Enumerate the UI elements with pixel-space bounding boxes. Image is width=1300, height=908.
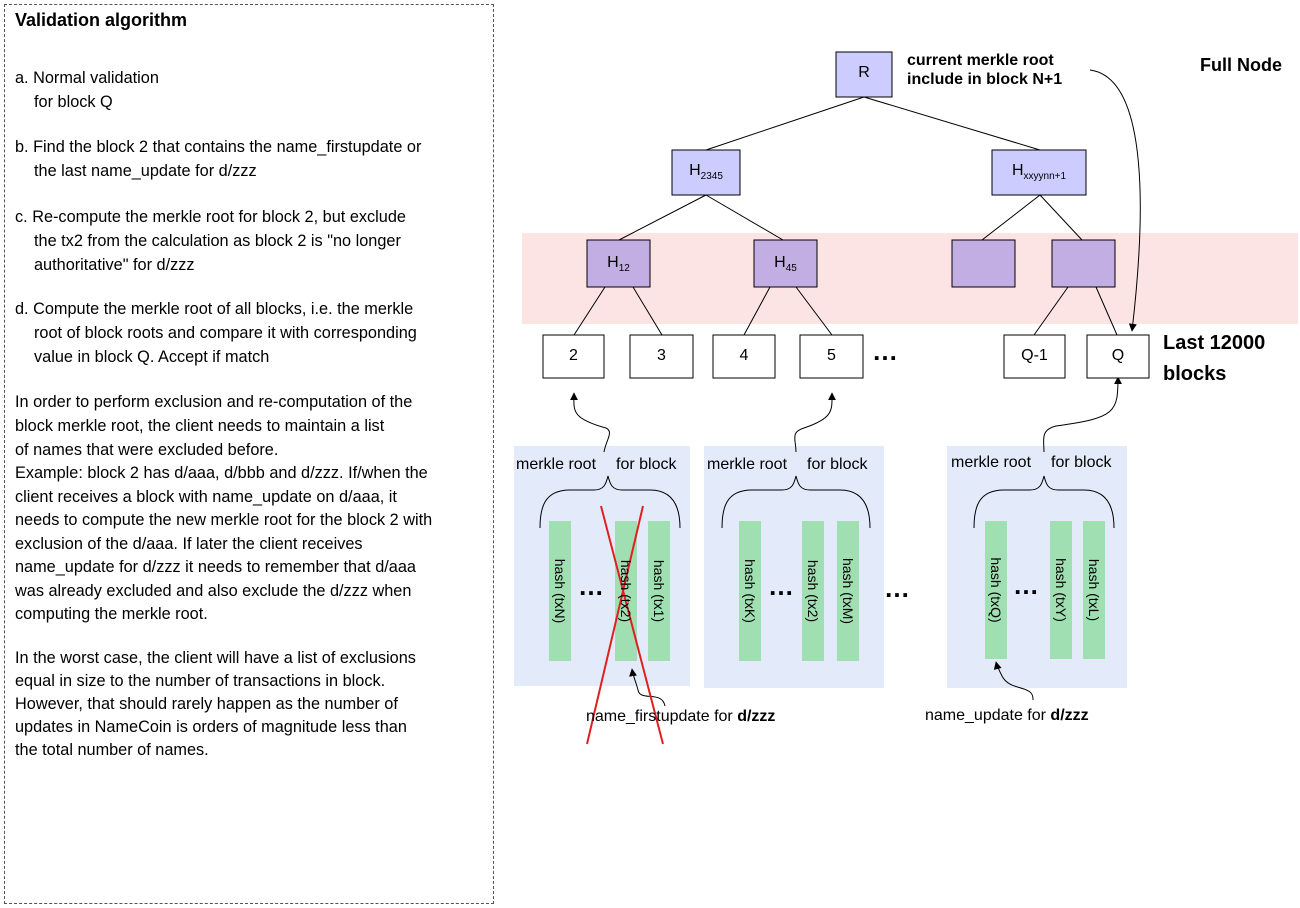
ellipsis: … bbox=[884, 573, 910, 603]
step-c-line-1: c. Re-compute the merkle root for block … bbox=[15, 208, 406, 226]
hleft-node bbox=[951, 239, 1016, 288]
step-c-line-3: authoritative" for d/zzz bbox=[34, 256, 195, 274]
example-line-7: computing the merkle root. bbox=[15, 605, 208, 623]
exclusion-line-3: of names that were excluded before. bbox=[15, 441, 279, 459]
full-node-label: Full Node bbox=[1200, 55, 1282, 75]
tx-bar bbox=[985, 521, 1007, 659]
example-line-2: client receives a block with name_update… bbox=[15, 488, 397, 506]
block-5-label: 5 bbox=[827, 347, 836, 364]
ellipsis: … bbox=[768, 571, 794, 601]
tx-label: hash (tx2) bbox=[618, 559, 634, 623]
tx-bar bbox=[802, 521, 824, 661]
worst-case-line-2: equal in size to the number of transacti… bbox=[15, 672, 386, 690]
tx-label: hash (txK) bbox=[742, 559, 758, 623]
exclusion-line-1: In order to perform exclusion and re-com… bbox=[15, 393, 413, 411]
step-a-line-2: for block Q bbox=[34, 93, 113, 111]
hx-label: Hxxyynn+1 bbox=[1011, 162, 1067, 183]
example-line-4: exclusion of the d/aaa. If later the cli… bbox=[15, 535, 363, 553]
step-d-line-1: d. Compute the merkle root of all blocks… bbox=[15, 300, 414, 318]
h2345-label: H2345 bbox=[689, 162, 723, 183]
h45-node bbox=[753, 239, 818, 288]
block-4 bbox=[712, 334, 776, 379]
root-node bbox=[835, 51, 893, 98]
step-a-line-1: a. Normal validation bbox=[15, 69, 159, 87]
step-d-line-3: value in block Q. Accept if match bbox=[34, 348, 270, 366]
tx-label: hash (tx2) bbox=[805, 559, 821, 623]
example-line-6: was already excluded and also exclude th… bbox=[15, 582, 412, 600]
for-block-label: for block bbox=[1051, 454, 1112, 471]
tx-bar bbox=[739, 521, 761, 661]
h12-node bbox=[586, 239, 651, 288]
block-3 bbox=[629, 334, 694, 379]
cross-line bbox=[586, 505, 644, 745]
worst-case-line-5: the total number of names. bbox=[15, 741, 209, 759]
ellipsis: … bbox=[1013, 570, 1039, 600]
block-4-label: 4 bbox=[739, 347, 749, 364]
merkle-root-label: merkle root bbox=[951, 454, 1032, 471]
cross-line bbox=[600, 505, 664, 745]
tx-label: hash (txL) bbox=[1086, 558, 1102, 622]
tx-bar bbox=[648, 521, 670, 661]
worst-case-line-3: However, that should rarely happen as th… bbox=[15, 695, 398, 713]
tx-label: hash (txQ) bbox=[988, 557, 1004, 623]
last-level-band bbox=[522, 233, 1298, 324]
worst-case-line-1: In the worst case, the client will have … bbox=[15, 649, 416, 667]
example-line-5: name_update for d/zzz it needs to rememb… bbox=[15, 558, 416, 576]
hx-node bbox=[991, 149, 1087, 196]
for-block-label: for block bbox=[616, 456, 677, 473]
block-q-label: Q bbox=[1111, 347, 1125, 364]
worst-case-line-4: updates in NameCoin is orders of magnitu… bbox=[15, 718, 407, 736]
block-2 bbox=[542, 334, 605, 379]
step-d-line-2: root of block roots and compare it with … bbox=[34, 324, 417, 342]
tx-label: hash (txM) bbox=[840, 557, 856, 625]
root-note-1: current merkle root bbox=[907, 52, 1054, 69]
merkle-root-label: merkle root bbox=[707, 456, 788, 473]
firstupdate-caption: name_firstupdate for d/zzz bbox=[586, 708, 776, 725]
step-b-line-2: the last name_update for d/zzz bbox=[34, 162, 257, 180]
tx-label: hash (txY) bbox=[1053, 558, 1069, 622]
ellipsis: … bbox=[578, 571, 604, 601]
tx-bar bbox=[1050, 521, 1072, 659]
tx-bar bbox=[1083, 521, 1105, 659]
tx-bar bbox=[837, 521, 859, 661]
h45-label: H45 bbox=[774, 254, 797, 275]
example-line-3: needs to compute the new merkle root for… bbox=[15, 511, 433, 529]
for-block-label: for block bbox=[807, 456, 868, 473]
block-2-label: 2 bbox=[569, 347, 578, 364]
block-q-1-label: Q-1 bbox=[1021, 347, 1048, 364]
block-5 bbox=[799, 334, 864, 379]
algorithm-panel: Validation algorithm a. Normal validatio… bbox=[4, 4, 494, 904]
ellipsis: … bbox=[872, 336, 898, 366]
block-3-label: 3 bbox=[657, 347, 666, 364]
exclusion-line-2: block merkle root, the client needs to m… bbox=[15, 417, 385, 435]
hright-node bbox=[1051, 239, 1116, 288]
tx-label: hash (txN) bbox=[552, 558, 568, 624]
diagram-graphics bbox=[514, 51, 1298, 745]
panel-title: Validation algorithm bbox=[15, 10, 188, 30]
root-note-2: include in block N+1 bbox=[907, 71, 1063, 88]
step-c-line-2: the tx2 from the calculation as block 2 … bbox=[34, 232, 401, 250]
merkle-diagram: Full Node R current merkle root include … bbox=[500, 0, 1300, 908]
block-q-1 bbox=[1003, 334, 1066, 379]
tx-bar bbox=[549, 521, 571, 661]
h2345-node bbox=[671, 149, 741, 196]
h12-label: H12 bbox=[607, 254, 630, 275]
block-q bbox=[1086, 334, 1150, 379]
step-b-line-1: b. Find the block 2 that contains the na… bbox=[15, 138, 422, 156]
update-caption: name_update for d/zzz bbox=[925, 707, 1089, 724]
merkle-root-label: merkle root bbox=[516, 456, 597, 473]
last-blocks-label-1: Last 12000 bbox=[1163, 332, 1266, 354]
example-line-1: Example: block 2 has d/aaa, d/bbb and d/… bbox=[15, 464, 428, 482]
root-label: R bbox=[858, 64, 870, 81]
last-blocks-label-2: blocks bbox=[1163, 363, 1227, 385]
tx-label: hash (tx1) bbox=[651, 559, 667, 623]
